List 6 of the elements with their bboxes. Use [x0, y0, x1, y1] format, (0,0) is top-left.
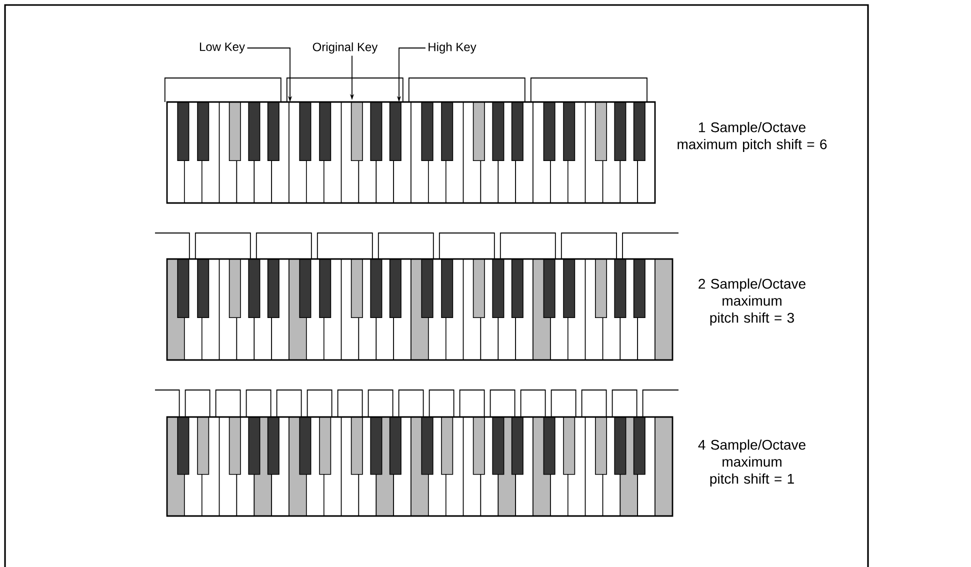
description-text: 2 Sample/Octave maximum pitch shift = 3 — [698, 278, 806, 326]
key-label: Original Key — [312, 42, 378, 54]
description-text: 4 Sample/Octave maximum pitch shift = 1 — [698, 439, 806, 487]
key-label: High Key — [428, 42, 476, 54]
key-label: Low Key — [200, 42, 245, 54]
description-text: 1 Sample/Octave maximum pitch shift = 6 — [678, 122, 827, 152]
